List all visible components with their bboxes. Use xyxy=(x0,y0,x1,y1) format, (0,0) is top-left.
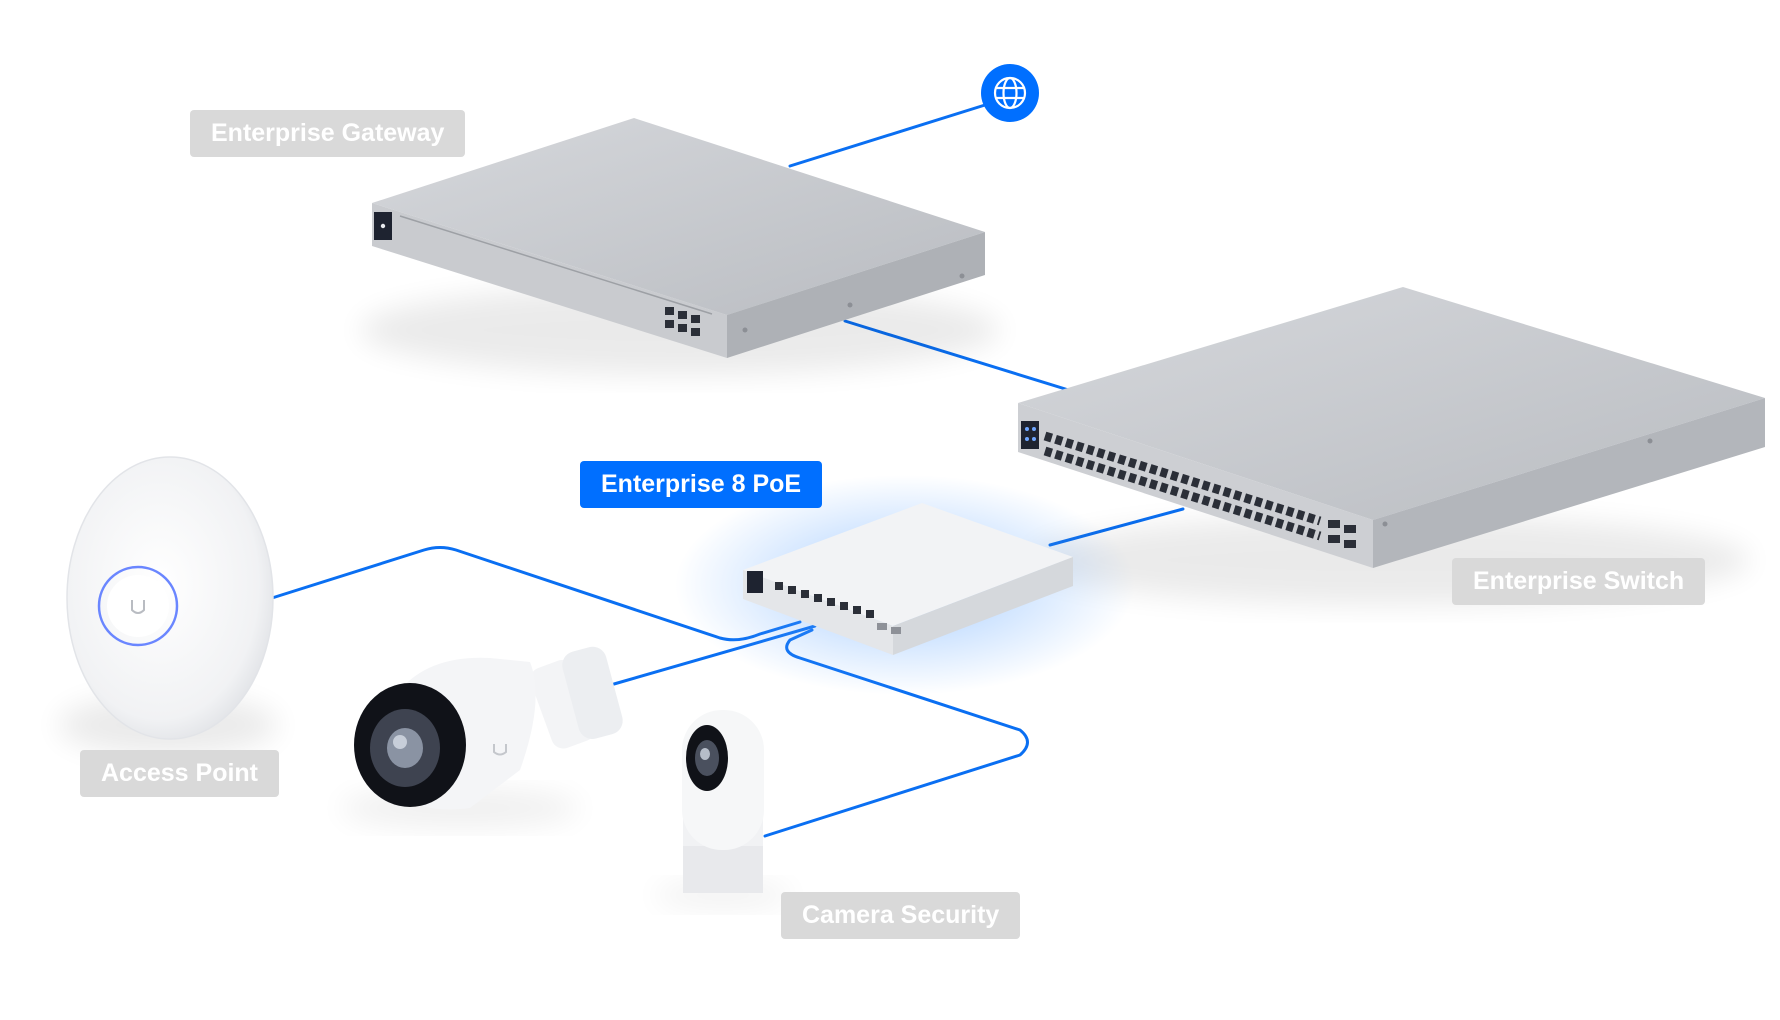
switch-device xyxy=(1018,287,1765,605)
internet-node xyxy=(981,64,1039,122)
poe-switch-device xyxy=(675,475,1135,695)
label-enterprise-switch: Enterprise Switch xyxy=(1452,558,1706,605)
bullet-camera-device xyxy=(340,646,623,828)
link-internet-gateway xyxy=(788,103,987,168)
gateway-device xyxy=(360,118,1000,375)
switch-sfp-ports xyxy=(1328,520,1356,548)
label-enterprise-8-poe: Enterprise 8 PoE xyxy=(580,461,823,508)
access-point-device xyxy=(58,456,278,755)
label-camera-security: Camera Security xyxy=(781,892,1021,939)
label-access-point: Access Point xyxy=(80,750,280,797)
dome-camera-device xyxy=(653,710,793,909)
globe-icon xyxy=(993,76,1027,110)
switch-port-rows xyxy=(1043,431,1322,541)
label-enterprise-gateway: Enterprise Gateway xyxy=(190,110,466,157)
